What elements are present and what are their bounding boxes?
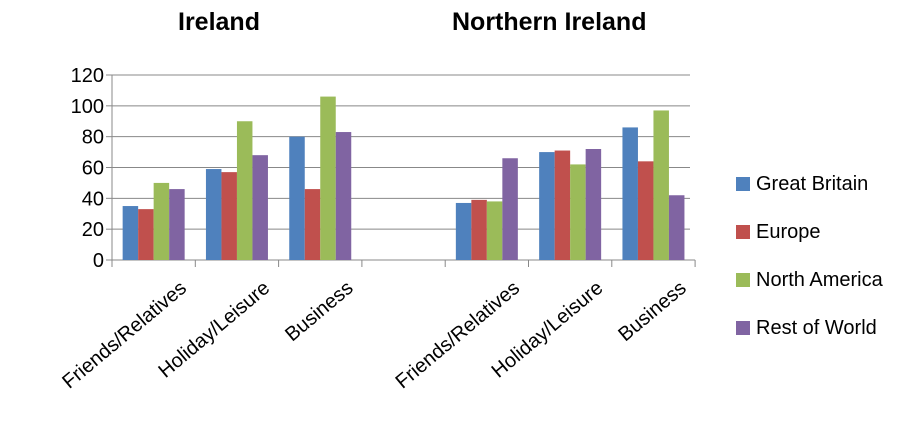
y-tick-label: 80 [82,127,104,149]
bar-rest-of-world-business [668,195,685,260]
legend-swatch-great-britain [736,177,750,191]
bar-north-america-friends-relatives [486,201,503,260]
y-tick-label: 120 [71,65,104,87]
bar-rest-of-world-business [335,132,352,260]
bar-europe-business [304,189,321,260]
y-tick-label: 20 [82,219,104,241]
bar-great-britain-friends-relatives [122,206,139,260]
bar-great-britain-business [622,127,638,261]
bar-europe-friends-relatives [138,209,154,260]
group-title-northern-ireland: Northern Ireland [452,8,647,36]
legend-label-europe: Europe [756,220,821,243]
legend-label-north-america: North America [756,268,883,291]
bar-europe-business [637,161,654,260]
legend-swatch-rest-of-world [736,321,750,335]
y-tick-label: 40 [82,188,104,210]
bar-rest-of-world-friends-relatives [502,158,518,260]
bar-great-britain-holiday-leisure [539,152,555,260]
legend-swatch-north-america [736,273,750,287]
group-title-ireland: Ireland [178,8,260,36]
x-tick-label-business: Business [614,277,690,346]
legend-label-rest-of-world: Rest of World [756,316,877,339]
bar-great-britain-holiday-leisure [205,169,222,260]
bar-north-america-holiday-leisure [570,164,586,260]
legend-item-north-america: North America [736,256,883,304]
legend-label-great-britain: Great Britain [756,172,869,195]
legend-swatch-europe [736,225,750,239]
legend-item-rest-of-world: Rest of World [736,304,883,352]
bar-europe-holiday-leisure [221,172,237,260]
bar-rest-of-world-holiday-leisure [252,155,268,260]
y-tick-label: 100 [71,96,104,118]
bar-great-britain-business [289,136,305,260]
bar-europe-friends-relatives [471,199,487,260]
x-tick-label-business: Business [281,277,357,346]
bar-rest-of-world-holiday-leisure [585,149,602,260]
bar-north-america-friends-relatives [153,182,170,260]
bar-north-america-holiday-leisure [236,121,253,260]
legend-item-europe: Europe [736,208,883,256]
bar-rest-of-world-friends-relatives [169,189,185,260]
legend-item-great-britain: Great Britain [736,160,883,208]
bar-great-britain-friends-relatives [455,202,472,260]
bar-north-america-business [320,96,336,260]
y-tick-label: 60 [82,158,104,180]
bar-europe-holiday-leisure [554,150,571,260]
y-tick-label: 0 [93,250,104,272]
bar-north-america-business [653,110,669,260]
legend: Great Britain Europe North America Rest … [736,160,883,352]
